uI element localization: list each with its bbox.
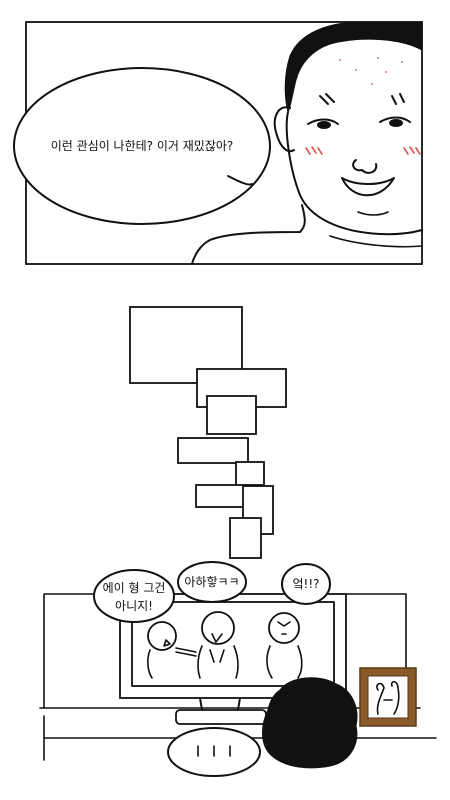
man-right-eye bbox=[379, 116, 411, 123]
tv-stand bbox=[199, 697, 241, 711]
man-blush bbox=[305, 146, 421, 155]
photo-frame-couple bbox=[376, 680, 400, 715]
man-right-eyebrow bbox=[391, 93, 405, 105]
transition-rect-3 bbox=[206, 395, 257, 435]
tv-bubble-right: 엌!!? bbox=[281, 563, 331, 605]
viewer-head bbox=[262, 677, 358, 769]
top-speech-bubble: 이런 관심이 나한테? 이거 재밌잖아? bbox=[13, 67, 271, 225]
bottom-panel: 에이 형 그건 아니지! 아하핳ㅋㅋ 엌!!? bbox=[39, 561, 437, 777]
man-face-outline bbox=[285, 111, 423, 236]
tv-bubble-right-text: 엌!!? bbox=[292, 577, 319, 591]
man-left-eyebrow bbox=[319, 93, 335, 105]
tv-person-middle bbox=[197, 611, 239, 679]
top-panel: 이런 관심이 나한테? 이거 재밌잖아? bbox=[13, 21, 423, 265]
tv-bubble-middle-text: 아하핳ㅋㅋ bbox=[184, 575, 239, 589]
tv-bubble-left: 에이 형 그건 아니지! bbox=[93, 569, 175, 623]
man-left-pupil bbox=[317, 121, 331, 129]
top-speech-text: 이런 관심이 나한테? 이거 재밌잖아? bbox=[51, 139, 234, 153]
tv-person-right bbox=[266, 612, 303, 679]
man-ear bbox=[273, 106, 295, 153]
photo-frame bbox=[359, 667, 417, 727]
transition-rectangles bbox=[129, 306, 287, 559]
transition-rect-8 bbox=[229, 517, 262, 559]
man-freckles bbox=[339, 57, 403, 85]
man-collar bbox=[329, 235, 423, 248]
smiling-man-face bbox=[191, 21, 423, 265]
man-right-pupil bbox=[389, 119, 403, 127]
tv-stand-base bbox=[175, 709, 267, 725]
man-nose bbox=[352, 159, 378, 174]
man-left-eye bbox=[307, 118, 339, 125]
transition-rect-4 bbox=[177, 437, 249, 464]
tv-bubble-middle: 아하핳ㅋㅋ bbox=[177, 561, 247, 603]
man-smile bbox=[341, 177, 395, 197]
viewer-hair bbox=[262, 677, 358, 769]
tv-bubble-left-line1: 에이 형 그건 bbox=[103, 581, 166, 595]
bubble-tail bbox=[227, 175, 253, 186]
tv-person-left bbox=[147, 621, 197, 679]
viewer-thought-bubble bbox=[167, 727, 261, 777]
man-chin bbox=[357, 211, 389, 216]
tv-bubble-left-line2: 아니지! bbox=[115, 599, 153, 613]
man-neck bbox=[191, 204, 306, 265]
